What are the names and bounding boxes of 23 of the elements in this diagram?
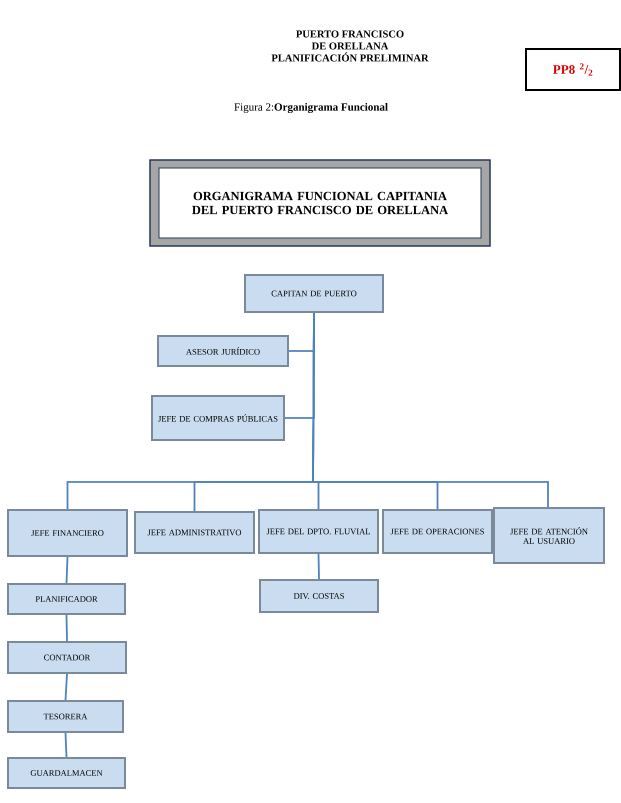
position-box: JEFE FINANCIERO [7, 509, 128, 557]
position-box: ASESOR JURÍDICO [157, 335, 289, 367]
position-box: PLANIFICADOR [7, 583, 126, 615]
connector-line [312, 313, 549, 507]
position-box: JEFE ADMINISTRATIVO [134, 511, 255, 554]
position-box: JEFE DE COMPRAS PÚBLICAS [151, 395, 285, 441]
connector-line [66, 556, 68, 584]
position-box: CAPITAN DE PUERTO [244, 274, 384, 313]
title-banner: ORGANIGRAMA FUNCIONAL CAPITANIA DEL PUERTO FRANCISCO DE ORELLANA [149, 159, 491, 247]
document-header: PUERTO FRANCISCO DE ORELLANA PLANIFICACIÓN PRELIMINAR [272, 30, 429, 62]
position-box: JEFE DEL DPTO. FLUVIAL [258, 509, 379, 554]
position-box: GUARDALMACEN [7, 757, 126, 789]
figure-title: Figura 2:Organigrama Funcional [234, 102, 388, 114]
position-box: JEFE DE OPERACIONES [382, 509, 493, 554]
connector-line [318, 554, 320, 580]
connector-line [66, 614, 68, 642]
connector-line [64, 674, 68, 700]
position-box: DIV. COSTAS [259, 579, 379, 613]
position-box: JEFE DE ATENCIÓN AL USUARIO [493, 507, 605, 564]
position-box: CONTADOR [7, 641, 127, 674]
position-box: TESORERA [7, 700, 124, 733]
page-number-box: PP8 $^{2}$/$_{2}$ [525, 48, 621, 91]
connector-line [64, 732, 68, 758]
